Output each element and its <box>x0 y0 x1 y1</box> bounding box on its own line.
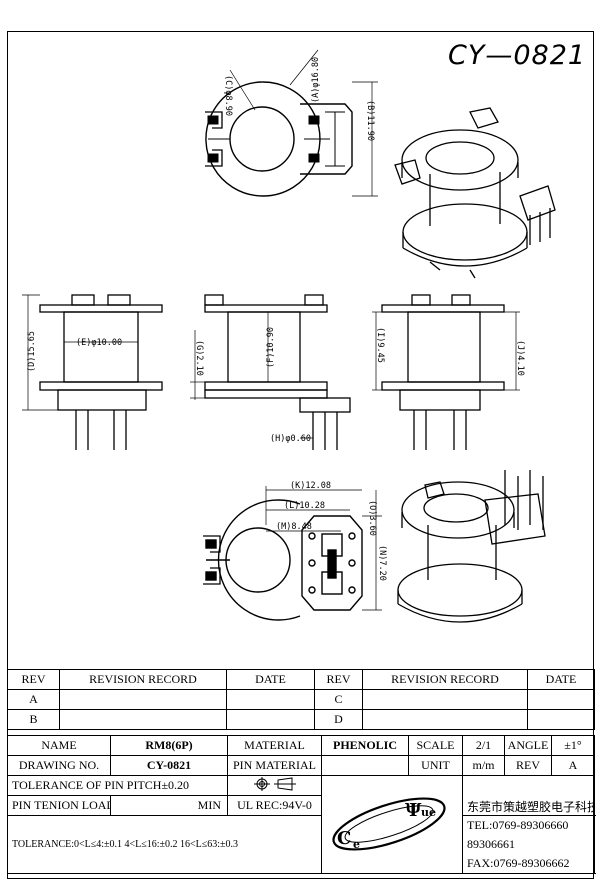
isometric-view-top <box>394 107 556 279</box>
dim-g: (G)2.10 <box>194 340 204 376</box>
dim-d: (D)15.65 <box>27 331 37 372</box>
scale-label: SCALE <box>408 735 463 756</box>
dim-f: (F)10.90 <box>266 327 276 368</box>
angle-value: ±1° <box>551 735 595 756</box>
rev-header-2: REV <box>314 669 363 690</box>
company-name: 东莞市策越塑胶电子科技有限公司 <box>467 800 595 814</box>
revision-record-cell <box>362 709 528 730</box>
right-view <box>372 294 520 450</box>
isometric-view-bottom <box>397 470 546 623</box>
date-header-2: DATE <box>527 669 595 690</box>
table-row: B D <box>7 709 595 730</box>
rev-cell: B <box>7 709 60 730</box>
rev-cell: A <box>7 689 60 710</box>
pin-tension-value: MIN <box>110 795 228 816</box>
drawing-number-title: CY—0821 <box>448 40 587 71</box>
date-cell <box>226 709 315 730</box>
company-fax: FAX:0769-89306662 <box>467 856 570 870</box>
ul-rec: UL REC:94V-0 <box>227 795 322 816</box>
dim-b: (B)11.90 <box>365 100 375 141</box>
rev-cell: C <box>314 689 363 710</box>
company-logo-cell: C e Ψ ue <box>321 775 463 874</box>
name-label: NAME <box>7 735 111 756</box>
pin-pitch-tolerance: TOLERANCE OF PIN PITCH±0.20 <box>7 775 228 796</box>
top-view <box>205 49 378 197</box>
logo-letter-e: e <box>353 838 360 851</box>
company-tel: TEL:0769-89306660 89306661 <box>467 818 569 851</box>
rev-value: A <box>551 755 595 776</box>
drawing-no-value: CY-0821 <box>110 755 228 776</box>
date-cell <box>226 689 315 710</box>
revision-record-cell <box>362 689 528 710</box>
company-logo: C e Ψ ue <box>332 796 446 851</box>
material-value: PHENOLIC <box>321 735 409 756</box>
dim-a: (A)φ16.80 <box>311 57 321 103</box>
drawing-no-label: DRAWING NO. <box>7 755 111 776</box>
rev-cell: D <box>314 709 363 730</box>
unit-value: m/m <box>462 755 505 776</box>
revision-record-cell <box>59 689 227 710</box>
logo-letter-c: C <box>337 828 351 849</box>
dim-c: (C)φ8.90 <box>223 75 233 116</box>
dim-n: (N)7.20 <box>377 545 387 581</box>
name-value: RM8(6P) <box>110 735 228 756</box>
front-view <box>22 294 163 450</box>
general-tolerance: TOLERANCE:0<L≤4:±0.1 4<L≤16:±0.2 16<L≤63… <box>7 815 322 874</box>
pin-material-value <box>321 755 409 776</box>
logo-letter-ue: ue <box>421 806 436 819</box>
dim-l: (L)10.28 <box>284 501 325 511</box>
drawing-frame <box>7 31 594 879</box>
unit-label: UNIT <box>408 755 463 776</box>
dim-m: (M)8.48 <box>276 522 312 532</box>
technical-drawing: (C)φ8.90 (A)φ16.80 (B)11.90 (D)15. <box>22 49 556 623</box>
company-name-cell: 东莞市策越塑胶电子科技有限公司 <box>462 775 595 816</box>
dim-h: (H)φ0.60 <box>270 434 311 444</box>
revision-record-header-2: REVISION RECORD <box>362 669 528 690</box>
side-view <box>190 294 351 450</box>
bottom-view <box>203 486 382 621</box>
contact-cell: TEL:0769-89306660 89306661 FAX:0769-8930… <box>462 815 595 874</box>
revision-record-cell <box>59 709 227 730</box>
rev-label: REV <box>504 755 552 776</box>
pin-tension-label: PIN TENION LOAD <box>7 795 111 816</box>
angle-label: ANGLE <box>504 735 552 756</box>
dim-e: (E)φ10.00 <box>76 338 122 348</box>
scale-value: 2/1 <box>462 735 505 756</box>
revision-header-row: REV REVISION RECORD DATE REV REVISION RE… <box>7 669 595 690</box>
logo-letter-psi: Ψ <box>405 800 422 821</box>
dim-i: (I)9.45 <box>375 327 385 363</box>
dim-j: (J)4.10 <box>515 340 525 376</box>
dim-o: (O)3.60 <box>367 500 377 536</box>
revision-table: REV REVISION RECORD DATE REV REVISION RE… <box>7 669 595 730</box>
rev-header: REV <box>7 669 60 690</box>
projection-symbol-icon <box>253 776 296 791</box>
symbol-cell <box>227 775 322 796</box>
material-label: MATERIAL <box>227 735 322 756</box>
date-header: DATE <box>226 669 315 690</box>
dim-k: (K)12.08 <box>290 481 331 491</box>
title-block: NAME RM8(6P) MATERIAL PHENOLIC SCALE 2/1… <box>7 735 595 874</box>
date-cell <box>527 709 595 730</box>
revision-record-header: REVISION RECORD <box>59 669 227 690</box>
date-cell <box>527 689 595 710</box>
table-row: A C <box>7 689 595 710</box>
pin-material-label: PIN MATERIAL <box>227 755 322 776</box>
